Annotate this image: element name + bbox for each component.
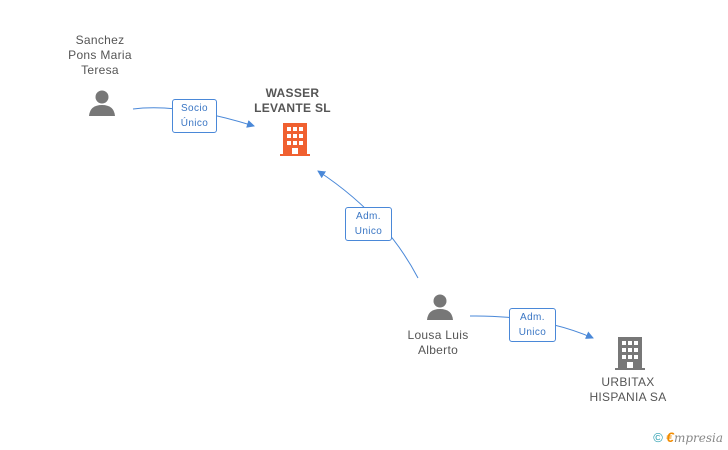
brand-logo-text: mpresia: [673, 431, 723, 445]
node-label-urbitax[interactable]: URBITAX HISPANIA SA: [589, 375, 667, 404]
edge-label-adm-unico-urbitax[interactable]: Adm. Unico: [509, 308, 556, 342]
footer-brand[interactable]: © €mpresia: [653, 429, 723, 445]
node-label-sanchez[interactable]: Sanchez Pons Maria Teresa: [68, 33, 132, 77]
node-label-wasser[interactable]: WASSER LEVANTE SL: [254, 86, 331, 115]
edge-label-adm-unico-wasser[interactable]: Adm. Unico: [345, 207, 392, 241]
copyright-icon: ©: [653, 430, 663, 445]
node-label-lousa[interactable]: Lousa Luis Alberto: [407, 328, 469, 357]
building-icon[interactable]: [279, 122, 311, 156]
building-icon[interactable]: [614, 336, 646, 370]
brand-logo-initial: €: [666, 429, 674, 445]
person-icon[interactable]: [425, 292, 455, 322]
edge-label-socio-unico[interactable]: Socio Único: [172, 99, 217, 133]
person-icon[interactable]: [87, 88, 117, 118]
